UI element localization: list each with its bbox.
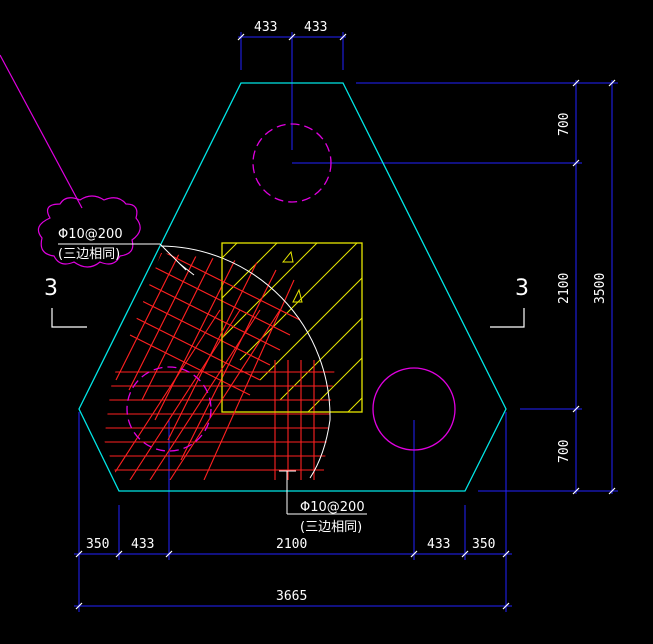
dim-right-mid: 2100 — [557, 273, 572, 304]
dim-bottom-d: 433 — [427, 537, 450, 552]
dim-right-total: 3500 — [593, 273, 608, 304]
dim-right-top: 700 — [557, 113, 572, 136]
svg-text:3: 3 — [44, 276, 58, 301]
rebar-sector — [104, 245, 338, 480]
dimension-lines — [74, 32, 618, 612]
upper-rebar-note-line2: (三边相同) — [58, 247, 120, 262]
upper-rebar-note-line1: Φ10@200 — [58, 227, 123, 242]
piles — [126, 123, 456, 452]
upper-note-leader — [58, 243, 195, 276]
dim-top-left: 433 — [254, 20, 277, 35]
svg-text:3: 3 — [515, 276, 529, 301]
pile-cap-outline — [78, 82, 507, 492]
dim-top-right: 433 — [304, 20, 327, 35]
dim-bottom-c: 2100 — [276, 537, 307, 552]
pile-bottom-left — [126, 366, 212, 452]
dim-bottom-b: 433 — [131, 537, 154, 552]
section-mark-right: 3 — [490, 276, 529, 328]
lower-rebar-note-line2: (三边相同) — [300, 520, 362, 535]
column-dashed-lines — [221, 243, 330, 413]
pile-top — [252, 123, 332, 203]
lower-note-leader — [279, 470, 367, 515]
pile-bottom-right — [372, 367, 456, 451]
dim-bottom-a: 350 — [86, 537, 109, 552]
dim-right-bottom: 700 — [557, 440, 572, 463]
dimension-ticks — [75, 33, 616, 610]
section-mark-left: 3 — [44, 276, 87, 328]
revision-cloud — [0, 54, 141, 268]
dim-bottom-e: 350 — [472, 537, 495, 552]
dim-bottom-total: 3665 — [276, 589, 307, 604]
lower-rebar-note-line1: Φ10@200 — [300, 500, 365, 515]
